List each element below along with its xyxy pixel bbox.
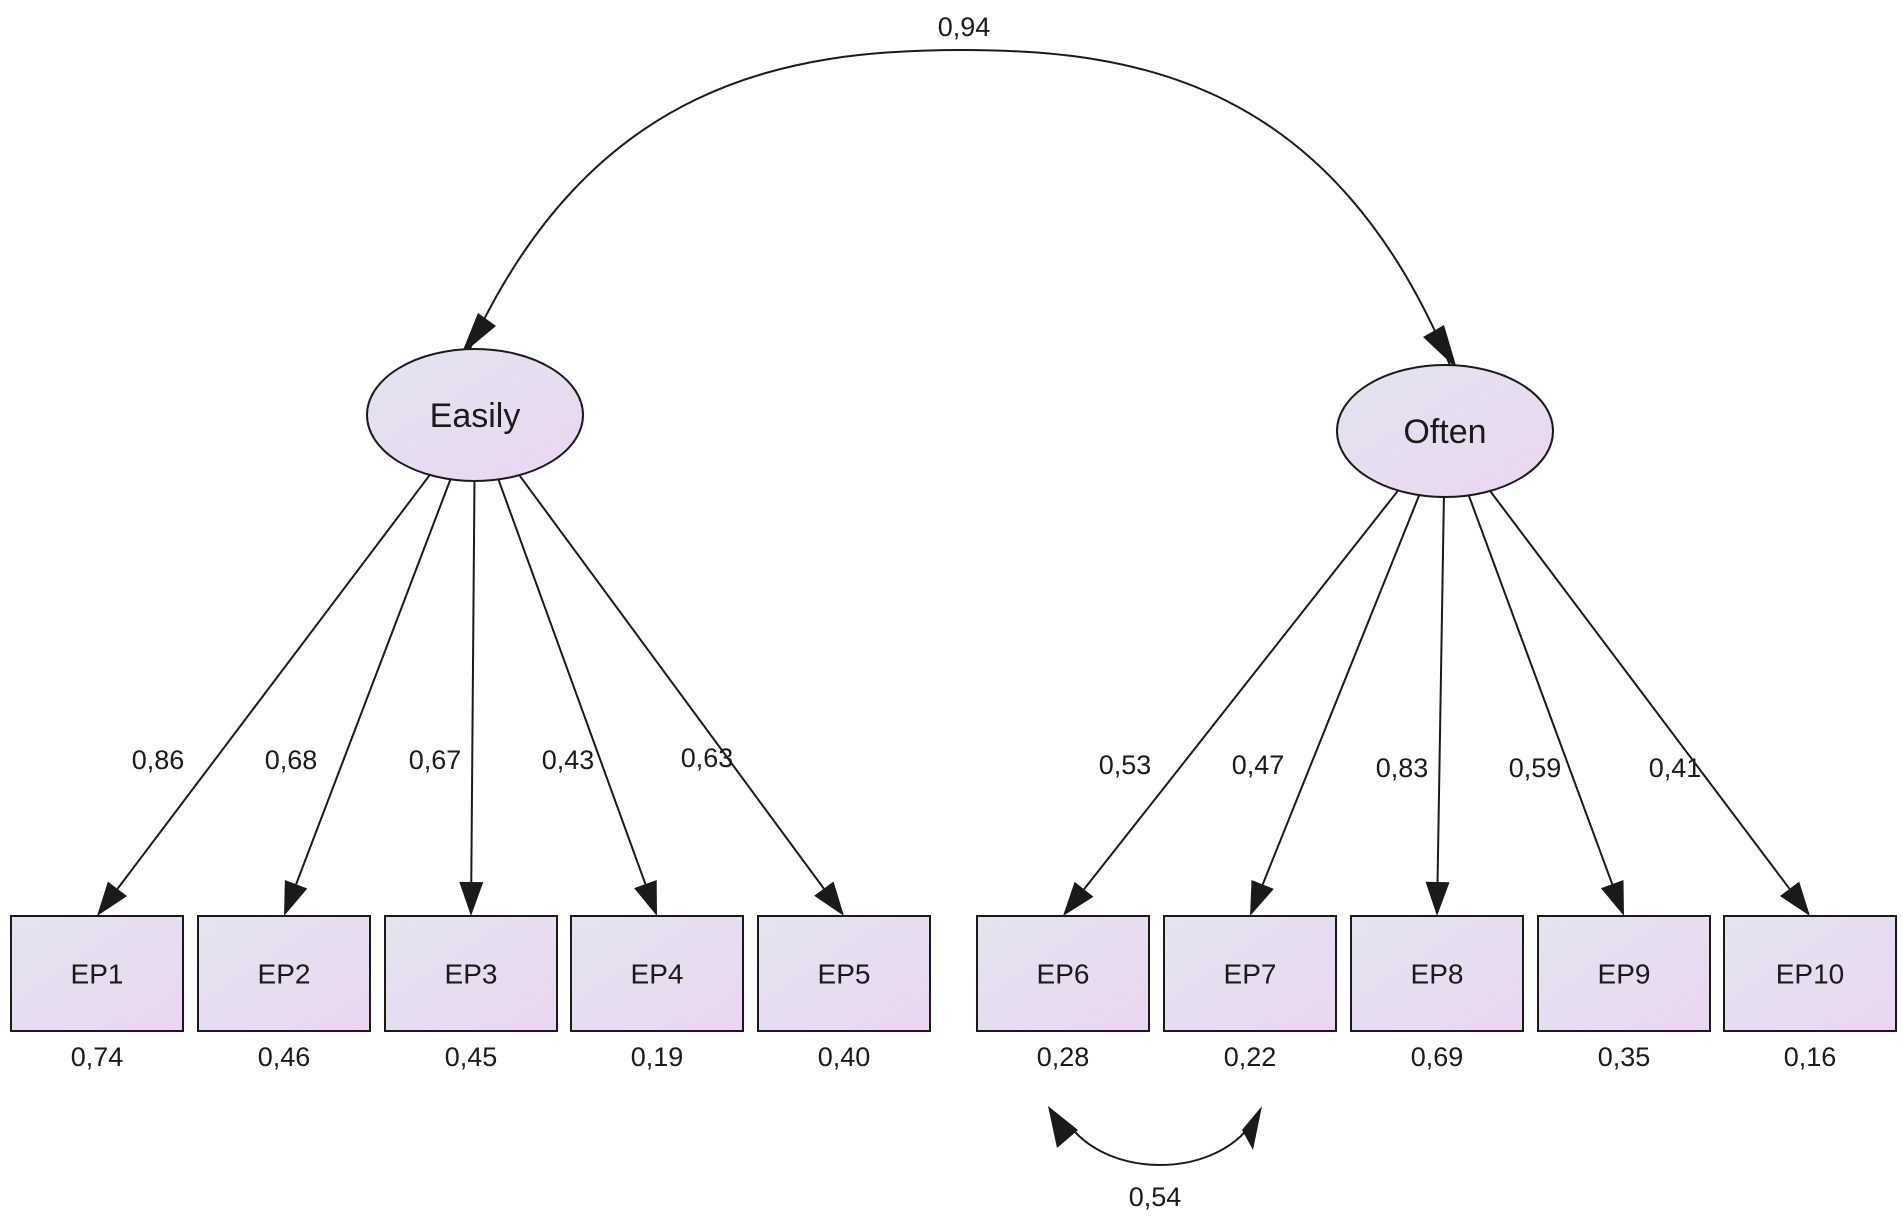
loading-label-ep4: 0,43 [542,745,595,775]
loading-arrowhead-ep10 [1779,881,1810,916]
indicator-box [10,915,184,1032]
indicator-label-ep5: EP5 [818,959,871,990]
loading-path-ep6 [1083,489,1399,890]
loading-label-ep1: 0,86 [132,745,185,775]
error-covariance-ep6-ep7: 0,54 [1048,1106,1262,1212]
loading-label-ep7: 0,47 [1232,750,1285,780]
loading-arrowhead-ep3 [459,881,484,916]
factor-correlation-arrow [466,48,1453,371]
indicator-label-ep10: EP10 [1776,959,1845,990]
loading-path-ep9 [1467,495,1614,885]
indicator-box [976,915,1150,1032]
loading-path-ep2 [295,478,452,885]
indicator-box [1537,915,1711,1032]
loading-label-ep5: 0,63 [681,743,734,773]
loading-label-ep6: 0,53 [1099,750,1152,780]
loading-label-ep8: 0,83 [1376,753,1429,783]
factor-correlation-label: 0,94 [938,12,991,42]
r-squared-label-ep4: 0,19 [631,1042,684,1072]
indicator-label-ep1: EP1 [71,959,124,990]
covariance-arrowhead-right [1242,1106,1262,1150]
covariance-arrowhead-left [1048,1106,1078,1148]
arrowhead-to-often [1423,325,1457,369]
indicator-label-ep9: EP9 [1598,959,1651,990]
indicator-node-ep1: EP1 0,74 [10,915,184,1072]
arrowhead-to-easily [461,313,496,355]
loading-arrowhead-ep4 [634,879,657,916]
indicator-label-ep3: EP3 [445,959,498,990]
indicator-box [757,915,931,1032]
loading-label-ep10: 0,41 [1649,753,1702,783]
loading-path-ep3 [470,480,476,883]
loading-label-ep3: 0,67 [409,745,462,775]
loading-arrowhead-ep9 [1600,879,1624,916]
indicator-box [570,915,744,1032]
indicator-node-ep7: EP7 0,22 [1163,915,1337,1072]
indicator-label-ep6: EP6 [1037,959,1090,990]
loading-path-ep1 [116,474,431,890]
loading-path-ep4 [497,479,647,885]
indicator-box [1723,915,1897,1032]
r-squared-label-ep2: 0,46 [258,1042,311,1072]
r-squared-label-ep5: 0,40 [818,1042,871,1072]
loading-path-ep5 [518,474,825,890]
loading-path-ep10 [1489,490,1791,890]
r-squared-label-ep9: 0,35 [1598,1042,1651,1072]
loading-path-ep8 [1436,496,1445,883]
indicator-node-ep5: EP5 0,40 [757,915,931,1072]
indicator-node-ep2: EP2 0,46 [197,915,371,1072]
latent-factor-often: Often [1336,364,1554,498]
indicator-box [384,915,558,1032]
r-squared-label-ep1: 0,74 [71,1042,124,1072]
covariance-label: 0,54 [1129,1182,1182,1212]
loading-label-ep2: 0,68 [265,745,318,775]
covariance-arc [1069,1125,1251,1166]
r-squared-label-ep8: 0,69 [1411,1042,1464,1072]
loading-paths: 0,86 0,68 0,67 0,43 0,63 0,53 0,47 0,83 0,59 0,41 [97,474,1810,916]
r-squared-label-ep3: 0,45 [445,1042,498,1072]
indicator-node-ep6: EP6 0,28 [976,915,1150,1072]
indicator-label-ep7: EP7 [1224,959,1277,990]
loading-arrowhead-ep8 [1425,881,1450,916]
loading-arrowhead-ep6 [1063,881,1094,916]
indicator-nodes: EP1 0,74 EP2 0,46 EP3 0,45 EP4 0,19 EP5 0,40 EP6 0,… [10,915,1897,1072]
loading-arrowhead-ep5 [814,881,844,916]
indicator-label-ep2: EP2 [258,959,311,990]
indicator-label-ep4: EP4 [631,959,684,990]
indicator-box [197,915,371,1032]
loading-label-ep9: 0,59 [1509,753,1562,783]
indicator-node-ep3: EP3 0,45 [384,915,558,1072]
latent-factor-easily: Easily [366,348,584,482]
loading-arrowhead-ep1 [97,881,128,916]
indicator-node-ep4: EP4 0,19 [570,915,744,1072]
r-squared-label-ep7: 0,22 [1224,1042,1277,1072]
r-squared-label-ep10: 0,16 [1784,1042,1837,1072]
indicator-node-ep8: EP8 0,69 [1350,915,1524,1072]
latent-label-often: Often [1403,413,1486,451]
indicator-label-ep8: EP8 [1411,959,1464,990]
r-squared-label-ep6: 0,28 [1037,1042,1090,1072]
loading-path-ep7 [1261,494,1421,885]
indicator-box [1163,915,1337,1032]
loading-arrowhead-ep7 [1250,879,1274,916]
indicator-node-ep9: EP9 0,35 [1537,915,1711,1072]
latent-label-easily: Easily [430,397,521,435]
indicator-node-ep10: EP10 0,16 [1723,915,1897,1072]
indicator-box [1350,915,1524,1032]
loading-arrowhead-ep2 [284,879,308,916]
